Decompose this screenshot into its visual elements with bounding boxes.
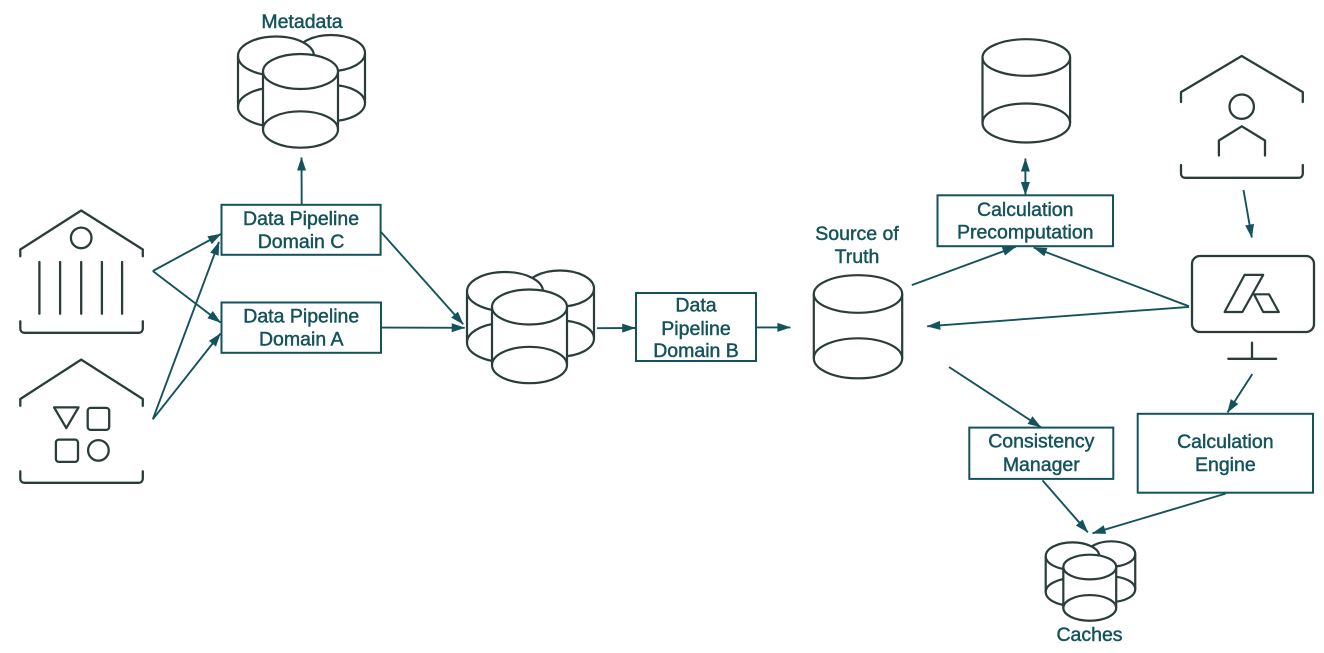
svg-text:Manager: Manager <box>1003 454 1080 476</box>
svg-text:Truth: Truth <box>835 246 880 268</box>
svg-text:Consistency: Consistency <box>988 430 1094 452</box>
svg-text:Engine: Engine <box>1195 454 1256 476</box>
svg-text:Domain A: Domain A <box>259 329 344 351</box>
svg-text:Calculation: Calculation <box>977 199 1073 221</box>
svg-text:Data Pipeline: Data Pipeline <box>243 208 359 230</box>
svg-text:Data: Data <box>675 295 716 317</box>
svg-text:Pipeline: Pipeline <box>661 318 730 340</box>
svg-text:Data Pipeline: Data Pipeline <box>243 306 359 328</box>
svg-text:Precomputation: Precomputation <box>957 222 1094 244</box>
svg-text:Source of: Source of <box>815 223 899 245</box>
svg-text:Domain C: Domain C <box>258 231 345 253</box>
svg-text:Domain B: Domain B <box>653 340 739 362</box>
svg-text:Metadata: Metadata <box>261 11 342 33</box>
svg-text:Calculation: Calculation <box>1177 431 1273 453</box>
svg-text:Caches: Caches <box>1056 624 1122 646</box>
